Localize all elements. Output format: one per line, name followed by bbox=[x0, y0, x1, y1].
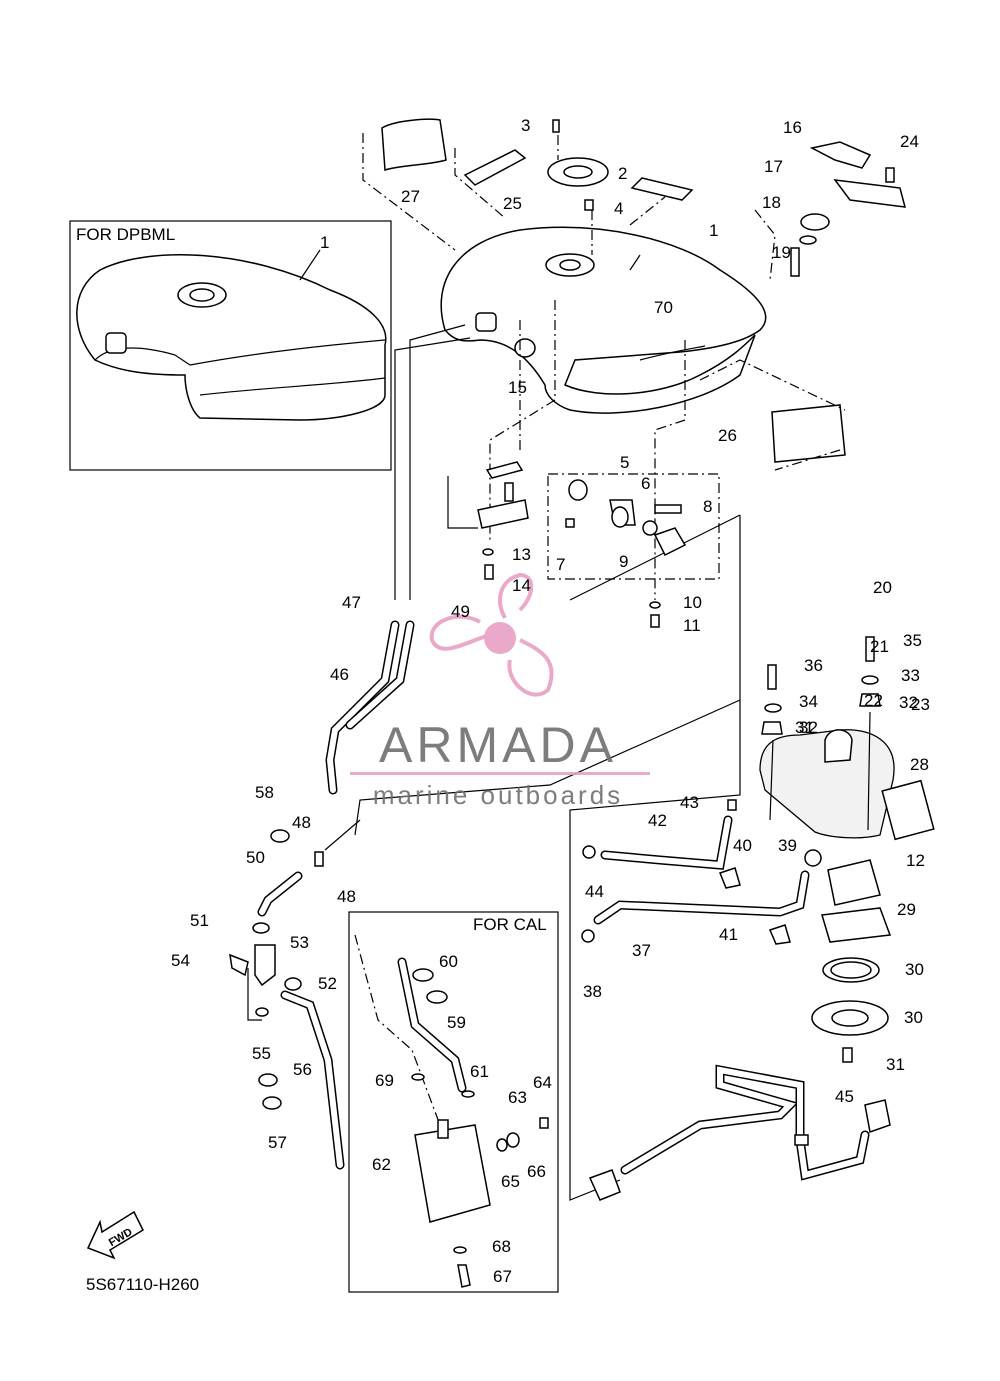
part-label-1: 1 bbox=[320, 233, 329, 252]
part-label-55: 55 bbox=[252, 1044, 271, 1063]
inset-cal-title: FOR CAL bbox=[473, 915, 547, 934]
part-label-53: 53 bbox=[290, 933, 309, 952]
part-label-33: 33 bbox=[901, 666, 920, 685]
part-label-59: 59 bbox=[447, 1013, 466, 1032]
part-label-45: 45 bbox=[835, 1087, 854, 1106]
part-label-3: 3 bbox=[521, 116, 530, 135]
petcock-group bbox=[547, 473, 720, 580]
part-label-63: 63 bbox=[508, 1088, 527, 1107]
inset-dpbml-title: FOR DPBML bbox=[76, 225, 175, 244]
part-label-18: 18 bbox=[762, 193, 781, 212]
part-label-56: 56 bbox=[293, 1060, 312, 1079]
part-label-57: 57 bbox=[268, 1133, 287, 1152]
part-label-20: 20 bbox=[873, 578, 892, 597]
part-label-50: 50 bbox=[246, 848, 265, 867]
part-label-12: 12 bbox=[906, 851, 925, 870]
part-label-1: 1 bbox=[709, 221, 718, 240]
watermark-tagline: marine outboards bbox=[373, 780, 623, 810]
part-label-68: 68 bbox=[492, 1237, 511, 1256]
part-label-58: 58 bbox=[255, 783, 274, 802]
part-label-40: 40 bbox=[733, 836, 752, 855]
part-label-44: 44 bbox=[585, 882, 604, 901]
part-label-51: 51 bbox=[190, 911, 209, 930]
part-label-23: 23 bbox=[911, 695, 930, 714]
part-label-14: 14 bbox=[512, 576, 531, 595]
part-label-41: 41 bbox=[719, 925, 738, 944]
part-label-43: 43 bbox=[680, 793, 699, 812]
part-label-16: 16 bbox=[783, 118, 802, 137]
part-label-69: 69 bbox=[375, 1071, 394, 1090]
part-label-37: 37 bbox=[632, 941, 651, 960]
part-label-13: 13 bbox=[512, 545, 531, 564]
bracket-69-group bbox=[447, 461, 661, 628]
part-label-65: 65 bbox=[501, 1172, 520, 1191]
part-label-48: 48 bbox=[292, 813, 311, 832]
fuel-tank bbox=[440, 226, 767, 414]
inset-dpbml: FOR DPBML bbox=[69, 220, 392, 471]
forward-arrow-icon: FWD bbox=[86, 1210, 144, 1260]
part-label-64: 64 bbox=[533, 1073, 552, 1092]
part-label-9: 9 bbox=[619, 552, 628, 571]
part-label-67: 67 bbox=[493, 1267, 512, 1286]
part-label-15: 15 bbox=[508, 378, 527, 397]
part-label-66: 66 bbox=[527, 1162, 546, 1181]
propeller-logo-icon bbox=[429, 572, 554, 697]
part-label-49: 49 bbox=[451, 602, 470, 621]
part-label-28: 28 bbox=[910, 755, 929, 774]
diagram-code: 5S67110-H260 bbox=[86, 1275, 199, 1294]
part-label-21: 21 bbox=[870, 637, 889, 656]
part-label-26: 26 bbox=[718, 426, 737, 445]
part-label-34: 34 bbox=[799, 692, 818, 711]
part-label-60: 60 bbox=[439, 952, 458, 971]
part-label-48: 48 bbox=[337, 887, 356, 906]
part-label-31: 31 bbox=[795, 718, 814, 737]
part-label-35: 35 bbox=[903, 631, 922, 650]
part-label-61: 61 bbox=[470, 1062, 489, 1081]
part-label-30: 30 bbox=[905, 960, 924, 979]
part-label-29: 29 bbox=[897, 900, 916, 919]
part-label-32: 32 bbox=[799, 718, 818, 737]
part-label-32: 32 bbox=[899, 693, 918, 712]
part-label-19: 19 bbox=[772, 243, 791, 262]
part-label-24: 24 bbox=[900, 132, 919, 151]
part-label-54: 54 bbox=[171, 951, 190, 970]
part-label-4: 4 bbox=[614, 199, 623, 218]
part-label-39: 39 bbox=[778, 836, 797, 855]
part-label-8: 8 bbox=[703, 497, 712, 516]
part-label-38: 38 bbox=[583, 982, 602, 1001]
part-label-27: 27 bbox=[401, 187, 420, 206]
part-label-7: 7 bbox=[556, 555, 565, 574]
leader-lines bbox=[354, 133, 846, 1201]
part-label-5: 5 bbox=[620, 453, 629, 472]
part-label-47: 47 bbox=[342, 593, 361, 612]
part-label-52: 52 bbox=[318, 974, 337, 993]
part-label-25: 25 bbox=[503, 194, 522, 213]
watermark-brand: ARMADA bbox=[379, 717, 617, 773]
part-label-22: 22 bbox=[864, 691, 883, 710]
part-label-2: 2 bbox=[618, 164, 627, 183]
part-label-17: 17 bbox=[764, 157, 783, 176]
part-label-62: 62 bbox=[372, 1155, 391, 1174]
part-label-10: 10 bbox=[683, 593, 702, 612]
armada-watermark: ARMADA marine outboards bbox=[350, 572, 650, 810]
part-label-30: 30 bbox=[904, 1008, 923, 1027]
inset-cal: FOR CAL bbox=[348, 911, 559, 1293]
fuel-pump-assembly bbox=[581, 636, 935, 1201]
part-label-46: 46 bbox=[330, 665, 349, 684]
part-label-70: 70 bbox=[654, 298, 673, 317]
propeller-hub-icon bbox=[484, 622, 516, 654]
part-label-31: 31 bbox=[886, 1055, 905, 1074]
part-label-11: 11 bbox=[683, 616, 701, 635]
part-label-42: 42 bbox=[648, 811, 667, 830]
hoses-left bbox=[229, 620, 415, 1170]
part-label-36: 36 bbox=[804, 656, 823, 675]
part-label-6: 6 bbox=[641, 474, 650, 493]
